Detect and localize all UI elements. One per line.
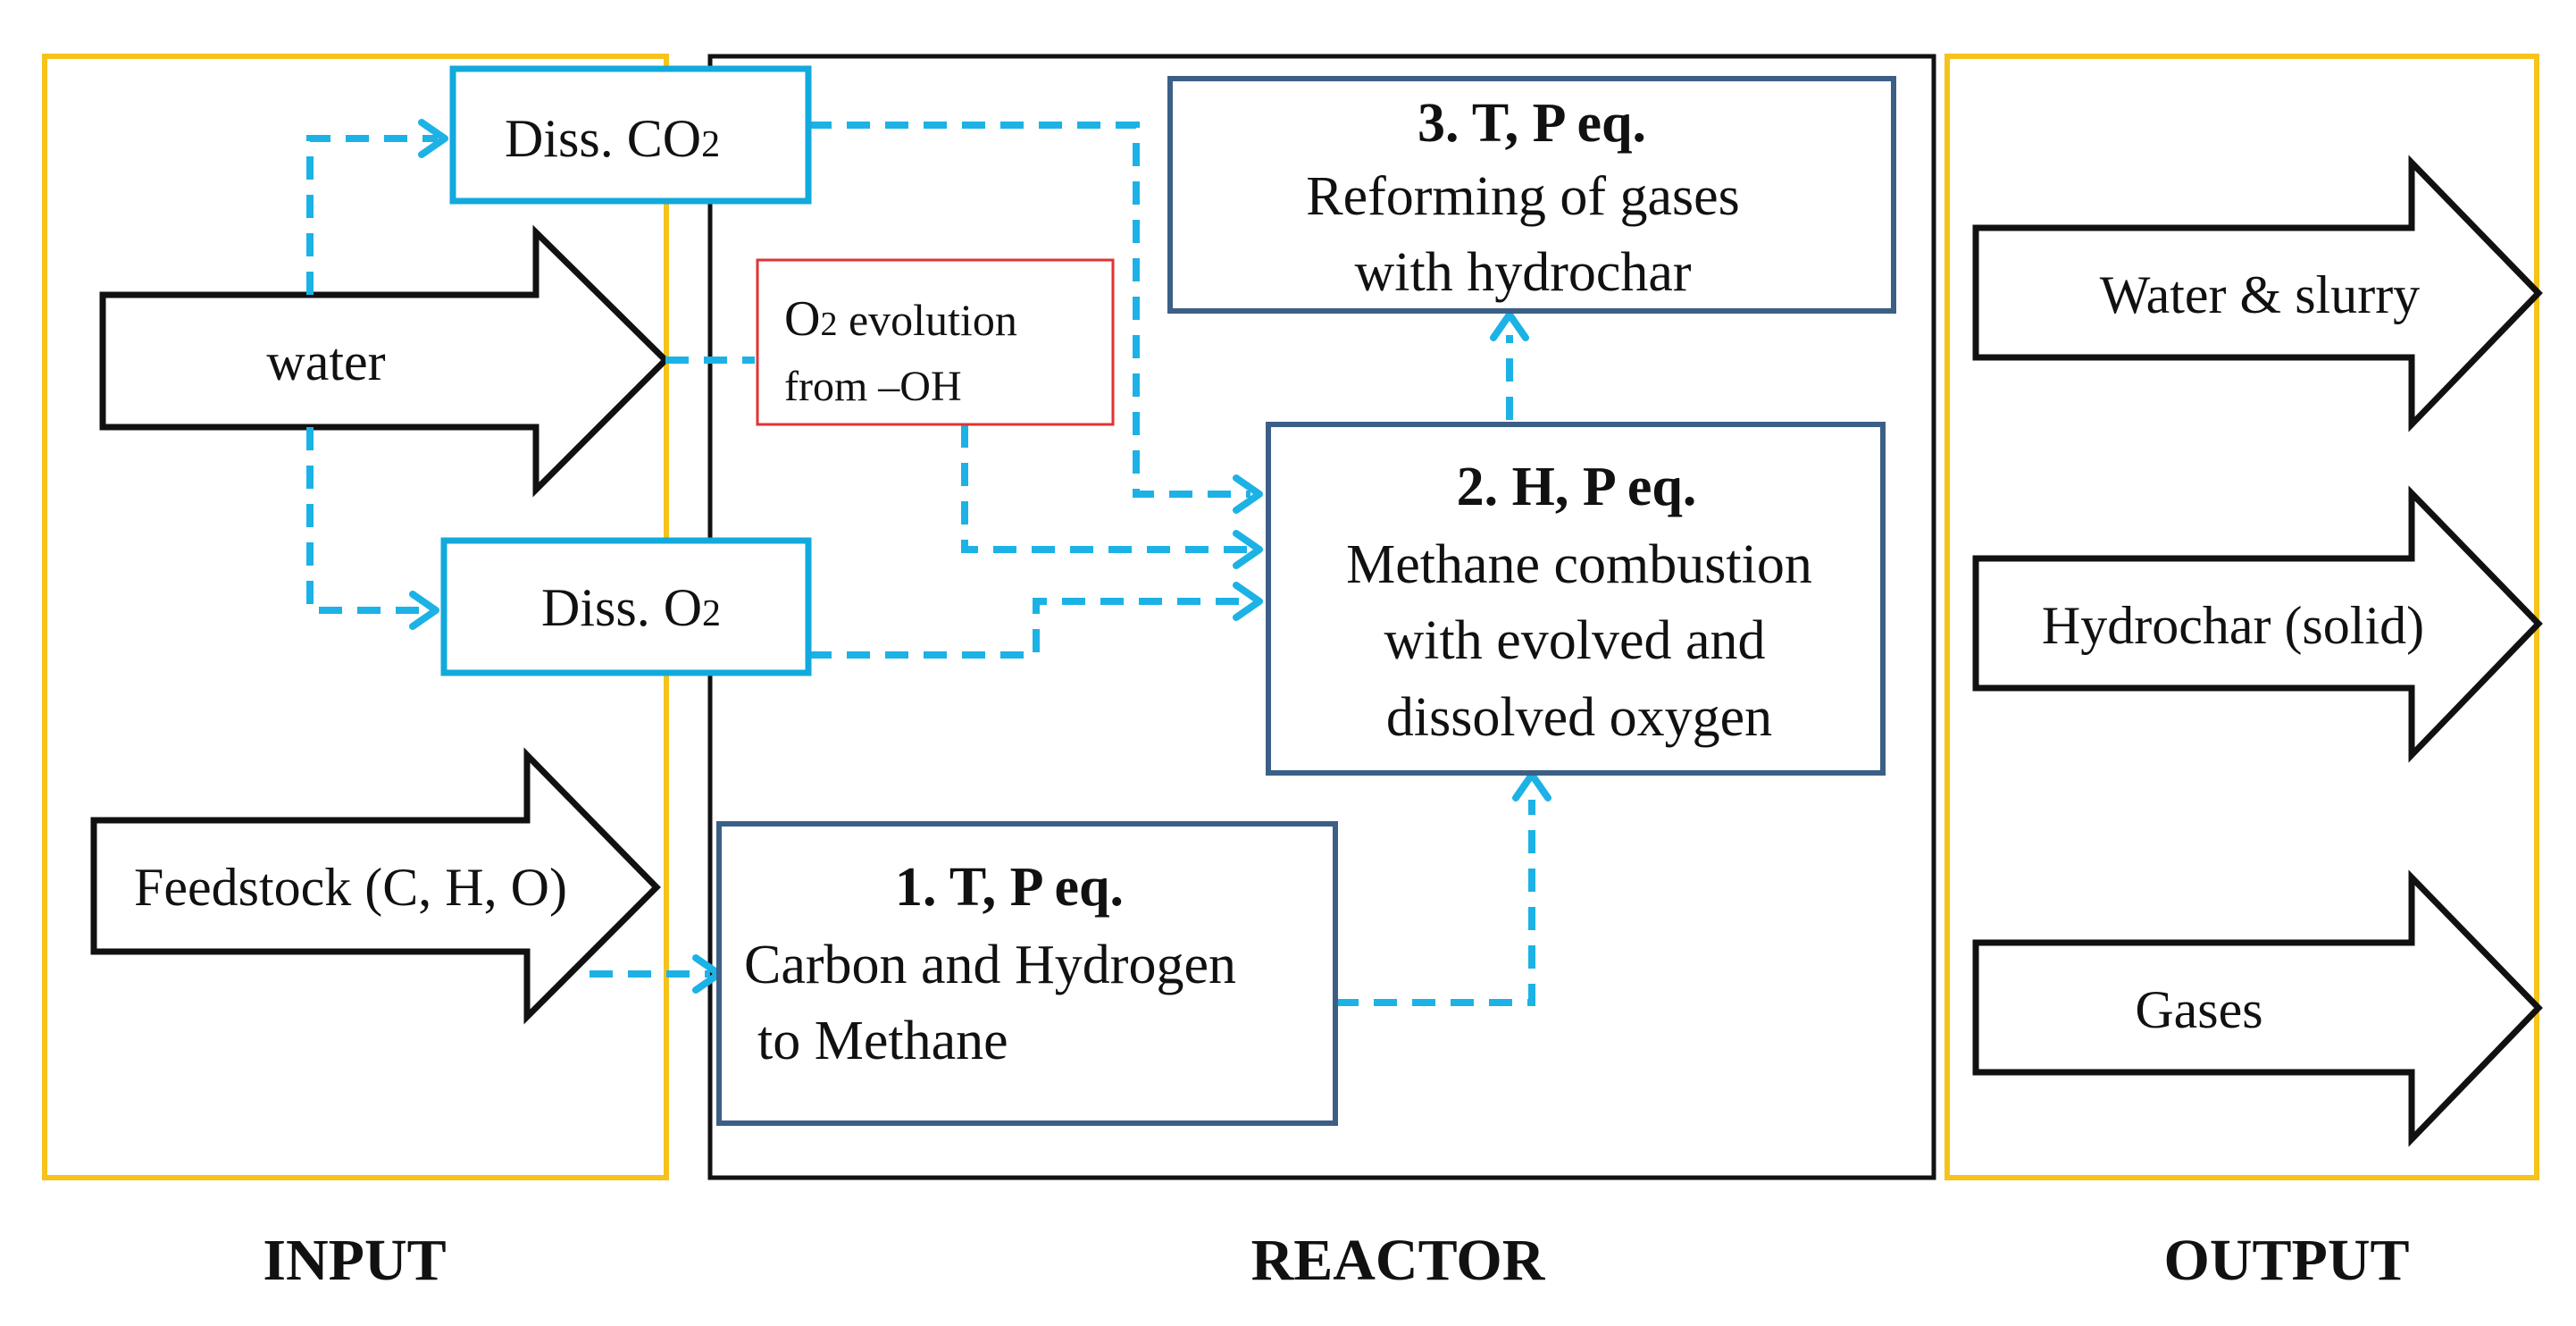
o2-evolution-frame [756, 258, 1115, 426]
step2-line2: with evolved and [1384, 610, 1765, 671]
arrowhead-step2-from-step1 [1512, 771, 1551, 801]
arrowhead-diss-o2-in [409, 591, 439, 630]
step1-frame [716, 821, 1338, 1126]
output-section-label: OUTPUT [2163, 1228, 2409, 1293]
diss-o2-label: Diss. O2 [541, 578, 721, 637]
water-slurry-output-arrow: Water & slurry [1972, 155, 2543, 432]
feedstock-label: Feedstock (C, H, O) [134, 858, 567, 917]
reactor-section-label: REACTOR [1251, 1228, 1546, 1293]
flow-water-to-diss-o2 [306, 427, 429, 614]
feedstock-input-arrow: Feedstock (C, H, O) [90, 747, 661, 1025]
step3-line2: with hydrochar [1354, 242, 1691, 303]
gases-label: Gases [2135, 980, 2262, 1039]
step2-title: 2. H, P eq. [1457, 457, 1697, 517]
arrowhead-diss-co2-in [418, 119, 448, 158]
step3-title: 3. T, P eq. [1418, 93, 1646, 154]
flow-step1-to-step2 [1335, 800, 1535, 1006]
hydrochar-arrow-shape [1972, 485, 2543, 763]
water-arrow-shape [99, 224, 670, 498]
water-slurry-label: Water & slurry [2100, 265, 2420, 324]
diss-co2-frame [449, 65, 812, 205]
gases-output-arrow: Gases [1972, 869, 2543, 1147]
step3-frame [1167, 76, 1896, 314]
flow-diss-co2-to-step2 [808, 122, 1250, 498]
step1-box: 1. T, P eq. Carbon and Hydrogen to Metha… [716, 821, 1338, 1126]
feedstock-arrow-shape [90, 747, 661, 1025]
o2-evolution-box: O2 evolution from –OH [756, 258, 1115, 426]
o2-evolution-subscript: 2 [820, 306, 837, 343]
step1-title: 1. T, P eq. [895, 857, 1124, 918]
o2-evolution-line1: O2 evolution [784, 291, 1017, 347]
step2-line1: Methane combustion [1346, 534, 1812, 595]
step1-line1: Carbon and Hydrogen [744, 935, 1236, 995]
diss-o2-box: Diss. O2 [440, 537, 812, 676]
gases-arrow-shape [1972, 869, 2543, 1147]
input-section-label: INPUT [263, 1228, 446, 1293]
step1-line2: to Methane [757, 1011, 1008, 1071]
diss-co2-label: Diss. CO2 [505, 109, 720, 168]
flow-diss-o2-to-step2 [808, 598, 1250, 659]
step3-line1: Reforming of gases [1306, 166, 1740, 227]
water-slurry-arrow-shape [1972, 155, 2543, 432]
diss-o2-frame [440, 537, 812, 676]
hydrochar-output-arrow: Hydrochar (solid) [1972, 485, 2543, 763]
water-input-arrow: water [99, 224, 670, 498]
arrowhead-step2-in-co2 [1233, 474, 1263, 514]
arrowhead-step2-in-diss-o2 [1233, 582, 1263, 621]
o2-subscript: 2 [702, 593, 721, 634]
step2-box: 2. H, P eq. Methane combustion with evol… [1266, 422, 1886, 776]
step2-line3: dissolved oxygen [1386, 687, 1772, 748]
co2-subscript: 2 [701, 124, 720, 165]
water-label: water [266, 332, 385, 391]
hydrochar-label: Hydrochar (solid) [2042, 596, 2424, 655]
step2-frame [1266, 422, 1886, 776]
diss-co2-box: Diss. CO2 [449, 65, 812, 205]
flow-water-to-diss-co2 [306, 135, 438, 295]
o2-evolution-line2: from –OH [784, 363, 962, 410]
flow-o2-evolution-to-step2 [961, 424, 1250, 553]
arrowhead-step2-in-evolution [1233, 530, 1263, 569]
arrowhead-step3-from-step2 [1490, 311, 1529, 341]
step3-box: 3. T, P eq. Reforming of gases with hydr… [1167, 76, 1896, 314]
output-panel [1945, 54, 2539, 1180]
